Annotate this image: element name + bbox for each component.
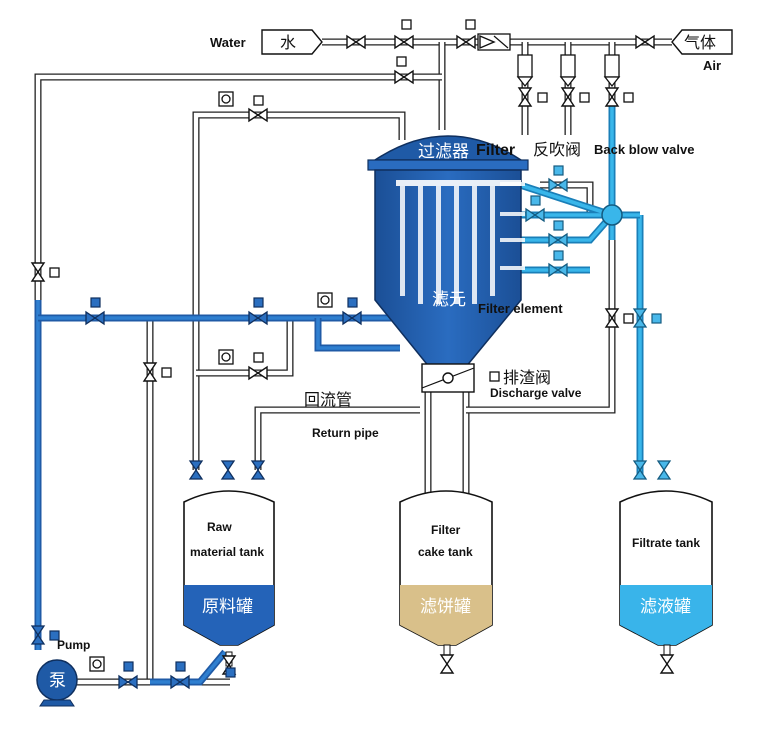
- raw-tank-label-2: material tank: [190, 545, 264, 559]
- filter-label: Filter: [476, 142, 515, 159]
- air-cn-label: 气体: [684, 34, 716, 52]
- water-cn-label: 水: [280, 34, 296, 52]
- element-cn-label: 滤元: [432, 290, 466, 309]
- return-label: Return pipe: [312, 426, 379, 440]
- pneumatic-heads: [89, 91, 333, 672]
- check-valve[interactable]: [477, 33, 511, 51]
- raw-tank-label-1: Raw: [207, 520, 232, 534]
- discharge-label: Discharge valve: [490, 386, 582, 400]
- filter-element-candles: [400, 186, 495, 304]
- cake-tank-cn-label: 滤饼罐: [420, 597, 471, 616]
- water-label: Water: [210, 35, 246, 50]
- water-inlet: [261, 29, 323, 55]
- air-inlet: [671, 29, 733, 55]
- manifold-junction: [601, 204, 623, 226]
- filtrate-tank-label: Filtrate tank: [632, 536, 700, 550]
- filtrate-tank-cn-label: 滤液罐: [640, 597, 691, 616]
- valve-actuators: [49, 19, 662, 678]
- tank-drain-valves: [222, 644, 674, 675]
- backblow-cn-label: 反吹阀: [533, 141, 581, 159]
- filtrate-tank: [619, 490, 713, 646]
- filter-cake-tank: [399, 490, 493, 646]
- filter-cn-label: 过滤器: [418, 142, 469, 161]
- discharge-cn-label: 排渣阀: [503, 369, 551, 387]
- discharge-valve-disc[interactable]: [442, 372, 454, 384]
- air-filter-cups: [516, 54, 621, 88]
- pump[interactable]: [36, 659, 78, 707]
- element-label: Filter element: [478, 301, 563, 316]
- backblow-label: Back blow valve: [594, 142, 694, 157]
- back-blow-valves[interactable]: [525, 178, 671, 480]
- dark-valves[interactable]: [31, 35, 655, 382]
- process-pipes: [34, 38, 672, 686]
- return-cn-label: 回流管: [304, 391, 352, 409]
- cake-tank-label-2: cake tank: [418, 545, 473, 559]
- cake-tank-label-1: Filter: [431, 523, 461, 537]
- pump-cn-label: 泵: [49, 671, 66, 690]
- pump-label: Pump: [57, 638, 90, 652]
- air-label: Air: [703, 58, 721, 73]
- raw-tank-cn-label: 原料罐: [202, 597, 253, 616]
- filter-vessel: [367, 135, 529, 393]
- raw-material-tank: [183, 490, 275, 646]
